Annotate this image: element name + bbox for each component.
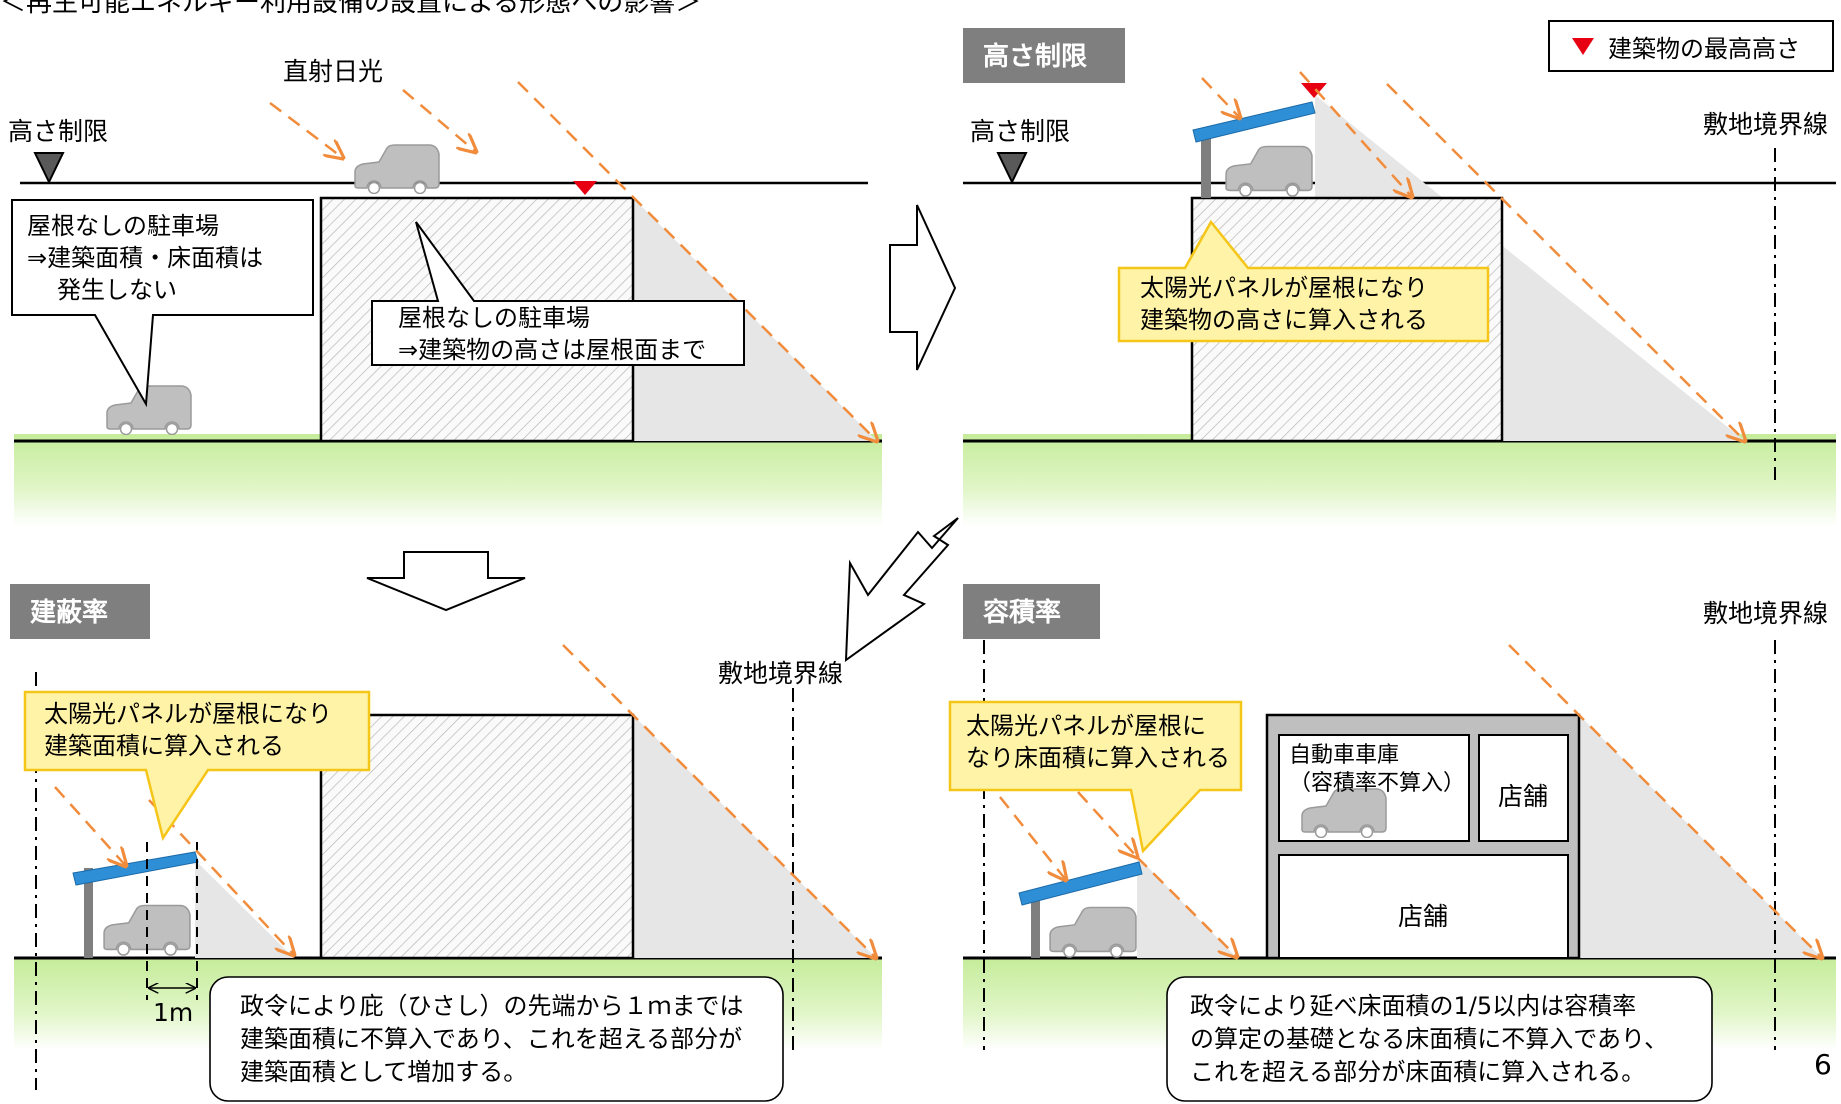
coverage-note-line1: 政令により庇（ひさし）の先端から１ｍまでは	[240, 992, 744, 1020]
panel-header: 容積率	[983, 597, 1061, 628]
far-note-line1: 政令により延べ床面積の1/5以内は容積率	[1190, 992, 1637, 1020]
max-height-marker	[573, 181, 597, 195]
car-ground-icon	[106, 385, 192, 435]
coverage-callout-line1: 太陽光パネルが屋根になり	[44, 700, 332, 728]
panel-header: 建蔽率	[30, 597, 108, 628]
coverage-callout-text: 太陽光パネルが屋根になり 建築面積に算入される	[44, 698, 364, 762]
panel-header-bg	[10, 584, 150, 639]
sun-ray	[1508, 644, 1822, 958]
panel-pole	[84, 868, 93, 958]
garage-label-line2: （容積率不算入）	[1289, 771, 1465, 796]
shop-room-upper	[1478, 734, 1569, 842]
height-callout-line1: 太陽光パネルが屋根になり	[1140, 274, 1428, 302]
solar-panel	[1018, 861, 1143, 906]
car-on-roof-icon	[354, 144, 440, 194]
panel-far: 容積率 敷地境界線 自動車車庫 （容積率不算入） 店舗 店舗	[948, 584, 1836, 1102]
height-limit-label: 高さ制限	[8, 117, 108, 146]
sun-ray	[1386, 83, 1745, 441]
panel-pole	[1031, 892, 1040, 958]
building	[319, 713, 635, 960]
panel-coverage: 建蔽率 敷地境界線 1m	[10, 584, 882, 1102]
site-boundary-label: 敷地境界線	[1703, 599, 1828, 628]
car-on-roof-icon	[1225, 145, 1313, 197]
sun-ray	[1077, 791, 1137, 857]
garage-label-line1: 自動車車庫	[1289, 743, 1399, 768]
bubble-center-line2: ⇒建築物の高さは屋根面まで	[398, 336, 707, 364]
page-number: 6	[1814, 1048, 1832, 1081]
sun-ray	[148, 799, 294, 955]
panel-original: 高さ制限 直射日光	[8, 57, 882, 526]
shadow-area	[1315, 95, 1745, 441]
bubble-center-text: 屋根なしの駐車場 ⇒建築物の高さは屋根面まで	[398, 302, 738, 366]
legend: 建築物の最高高さ	[1548, 20, 1834, 72]
far-note-line2: の算定の基礎となる床面積に不算入であり、	[1190, 1025, 1669, 1053]
height-limit-label: 高さ制限	[970, 117, 1070, 146]
panel-header-bg	[963, 584, 1100, 639]
arrow-down	[366, 551, 526, 612]
far-callout-line2: なり床面積に算入される	[966, 744, 1230, 772]
sun-ray	[999, 796, 1066, 880]
far-note-text: 政令により延べ床面積の1/5以内は容積率 の算定の基礎となる床面積に不算入であり…	[1190, 990, 1710, 1089]
far-callout-line1: 太陽光パネルが屋根に	[966, 712, 1206, 740]
sun-ray	[402, 89, 476, 152]
ground	[963, 434, 1836, 526]
sun-ray	[517, 81, 877, 441]
note-box	[209, 976, 784, 1102]
coverage-note-text: 政令により庇（ひさし）の先端から１ｍまでは 建築面積に不算入であり、これを超える…	[240, 990, 780, 1089]
site-boundary-label: 敷地境界線	[718, 659, 843, 688]
car-icon	[1049, 906, 1137, 958]
red-triangle-icon	[1572, 37, 1594, 55]
coverage-note-line3: 建築面積として増加する。	[240, 1058, 528, 1086]
height-callout-line2: 建築物の高さに算入される	[1140, 306, 1428, 334]
max-height-marker	[1301, 83, 1327, 98]
arrow-right	[889, 204, 957, 371]
coverage-note-line2: 建築面積に不算入であり、これを超える部分が	[240, 1025, 743, 1053]
height-limit-marker	[33, 152, 65, 185]
bubble-center-line1: 屋根なしの駐車場	[398, 304, 590, 332]
sun-ray	[269, 102, 343, 158]
panel-header-bg	[963, 28, 1125, 83]
sunlight-label: 直射日光	[283, 57, 383, 86]
legend-label: 建築物の最高高さ	[1608, 34, 1800, 63]
dimension-label: 1m	[153, 998, 193, 1027]
speech-bubble-center	[371, 221, 745, 366]
sun-ray	[1201, 77, 1240, 118]
shadow-area-panel	[195, 860, 294, 958]
panel-height: 高さ制限 高さ制限 敷地境界線	[963, 28, 1836, 526]
note-box	[1166, 976, 1713, 1102]
height-callout-text: 太陽光パネルが屋根になり 建築物の高さに算入される	[1140, 272, 1480, 336]
bubble-left-line1: 屋根なしの駐車場	[27, 212, 219, 240]
sun-ray	[1299, 71, 1412, 197]
ground	[14, 434, 882, 526]
page-title: ＜再生可能エネルギー利用設備の設置による形態への影響＞	[0, 0, 702, 18]
solar-panel	[1192, 101, 1316, 143]
far-callout-text: 太陽光パネルが屋根に なり床面積に算入される	[966, 710, 1236, 774]
far-note-line3: これを超える部分が床面積に算入される。	[1190, 1058, 1646, 1086]
bubble-left-line2: ⇒建築面積・床面積は	[27, 244, 264, 272]
callout-box	[1117, 219, 1490, 343]
bubble-left-text: 屋根なしの駐車場 ⇒建築面積・床面積は 発生しない	[27, 210, 307, 306]
site-boundary-label: 敷地境界線	[1703, 110, 1828, 139]
panel-header: 高さ制限	[983, 41, 1087, 72]
speech-bubble-left	[11, 199, 314, 408]
sun-ray	[562, 644, 876, 958]
shop-label-lower: 店舗	[1398, 902, 1448, 931]
shop-room-lower	[1278, 854, 1569, 959]
sun-ray	[54, 786, 126, 866]
sun-ray	[1136, 856, 1237, 957]
height-limit-marker	[996, 152, 1028, 185]
callout-box	[948, 700, 1243, 854]
coverage-callout-line2: 建築面積に算入される	[44, 732, 284, 760]
callout-box	[23, 690, 371, 842]
bubble-left-line3: 発生しない	[57, 276, 177, 304]
panel-pole	[1201, 137, 1211, 198]
shop-label-upper: 店舗	[1498, 782, 1548, 811]
arrow-diagonal	[844, 517, 959, 663]
